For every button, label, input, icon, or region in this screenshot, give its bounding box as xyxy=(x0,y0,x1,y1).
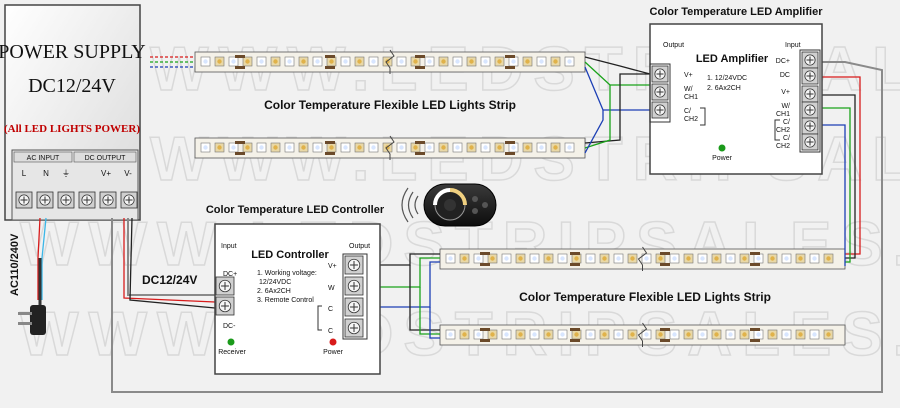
receiver-label: Receiver xyxy=(218,349,246,356)
controller-output-terminal xyxy=(344,255,364,275)
controller-output-terminal xyxy=(344,276,364,296)
ctrl-out-c1: C xyxy=(328,306,333,313)
amplifier-output-label: Output xyxy=(663,42,684,49)
led-controller: Color Temperature LED Controller Input O… xyxy=(206,204,385,375)
controller-output-terminal xyxy=(344,297,364,317)
controller-power-led-icon xyxy=(329,338,337,346)
amplifier-output-terminal xyxy=(651,101,669,119)
wires xyxy=(111,56,883,393)
controller-input-label: Input xyxy=(221,243,237,250)
ctrl-out-c2: C xyxy=(328,328,333,335)
top-strip-label: Color Temperature Flexible LED Lights St… xyxy=(264,98,516,112)
controller-title: LED Controller xyxy=(251,249,329,261)
controller-spec-1: 1. Working voltage: xyxy=(257,270,317,277)
amp-in-ch2a: CH2 xyxy=(776,127,790,134)
controller-header: Color Temperature LED Controller xyxy=(206,204,385,216)
power-supply-screw-terminal xyxy=(99,191,117,209)
strip-layer xyxy=(194,49,846,347)
amplifier-input-label: Input xyxy=(785,42,801,49)
amplifier-header: Color Temperature LED Amplifier xyxy=(650,6,824,18)
amp-in-ch1: CH1 xyxy=(776,111,790,118)
controller-output-label: Output xyxy=(349,243,370,250)
terminal-label-l: L xyxy=(22,169,27,178)
ac-input-label: AC INPUT xyxy=(27,155,60,162)
wire-ps-to-amp-loop xyxy=(111,61,883,393)
terminal-label-ground: ⏚ xyxy=(62,169,70,178)
controller-power-label: Power xyxy=(323,349,344,356)
terminal-label-n: N xyxy=(43,169,49,178)
amplifier-input-terminal xyxy=(801,133,819,151)
amp-in-c1: C/ xyxy=(783,119,790,126)
power-plug-icon xyxy=(18,305,46,335)
controller-dc-plus: DC+ xyxy=(223,271,237,278)
controller-output-terminal xyxy=(344,318,364,338)
terminal-label-vplus: V+ xyxy=(101,169,111,178)
amp-out-c: C/ xyxy=(684,108,691,115)
amplifier-power-led-icon xyxy=(718,144,726,152)
amplifier-input-terminal xyxy=(801,101,819,119)
top-strip-1 xyxy=(194,49,586,74)
amplifier-input-terminal xyxy=(801,67,819,85)
controller-input-terminal xyxy=(215,296,235,316)
power-supply-screw-terminal xyxy=(36,191,54,209)
amp-in-vplus: V+ xyxy=(781,89,790,96)
amp-in-dc: DC xyxy=(780,72,790,79)
dc-output-label: DC OUTPUT xyxy=(85,155,127,162)
amplifier-output-terminals xyxy=(649,63,671,123)
wire-ps-dc-to-controller xyxy=(127,218,215,296)
led-amplifier: Color Temperature LED Amplifier Output I… xyxy=(649,6,824,175)
receiver-led-icon xyxy=(227,338,235,346)
controller-input-terminals xyxy=(215,276,235,316)
amplifier-title: LED Amplifier xyxy=(696,53,769,65)
power-supply-screw-terminals xyxy=(15,191,138,209)
mains-cord: AC110/240V xyxy=(9,217,47,335)
power-supply-screw-terminal xyxy=(120,191,138,209)
amp-in-ch2b: CH2 xyxy=(776,143,790,150)
amp-out-vplus: V+ xyxy=(684,72,693,79)
controller-input-terminal xyxy=(215,276,235,296)
mains-label: AC110/240V xyxy=(9,233,21,296)
power-supply: POWER SUPPLY DC12/24V (All LED LIGHTS PO… xyxy=(0,4,146,221)
power-supply-note: (All LED LIGHTS POWER) xyxy=(4,123,140,135)
bottom-strip-1 xyxy=(439,246,846,271)
amplifier-input-terminals xyxy=(799,49,821,153)
power-supply-screw-terminal xyxy=(15,191,33,209)
ctrl-out-vplus: V+ xyxy=(328,263,337,270)
dc-voltage-label: DC12/24V xyxy=(142,273,197,287)
amplifier-input-terminal xyxy=(801,51,819,69)
terminal-label-vminus: V- xyxy=(124,169,132,178)
amp-out-ch2: CH2 xyxy=(684,116,698,123)
ctrl-out-w: W xyxy=(328,285,335,292)
power-supply-screw-terminal xyxy=(57,191,75,209)
amplifier-spec-2: 2. 6Ax2CH xyxy=(707,85,741,92)
amp-out-w: W/ xyxy=(684,86,693,93)
top-strip-2 xyxy=(194,135,586,160)
bottom-strip-2 xyxy=(439,322,846,347)
amplifier-output-terminal xyxy=(651,83,669,101)
controller-output-terminals xyxy=(342,253,368,340)
amplifier-output-terminal xyxy=(651,65,669,83)
terminal-labels: L N ⏚ V+ V- xyxy=(22,169,132,178)
power-supply-voltage: DC12/24V xyxy=(28,75,116,97)
amplifier-power-label: Power xyxy=(712,155,733,162)
amp-in-w: W/ xyxy=(781,103,790,110)
controller-spec-4: 3. Remote Control xyxy=(257,297,314,304)
controller-spec-2: 12/24VDC xyxy=(259,279,291,286)
power-supply-title: POWER SUPPLY xyxy=(0,41,146,63)
amplifier-input-terminal xyxy=(801,117,819,135)
power-supply-screw-terminal xyxy=(78,191,96,209)
controller-spec-3: 2. 6Ax2CH xyxy=(257,288,291,295)
controller-dc-minus: DC- xyxy=(223,323,236,330)
amp-in-c2: C/ xyxy=(783,135,790,142)
wireless-signal-icon xyxy=(401,187,419,223)
amp-in-dcplus: DC+ xyxy=(776,58,790,65)
amplifier-spec-1: 1. 12/24VDC xyxy=(707,75,747,82)
amp-out-ch1: CH1 xyxy=(684,94,698,101)
amplifier-input-terminal xyxy=(801,85,819,103)
bottom-strip-label: Color Temperature Flexible LED Lights St… xyxy=(519,290,771,304)
wireless-remote-icon xyxy=(401,183,497,227)
